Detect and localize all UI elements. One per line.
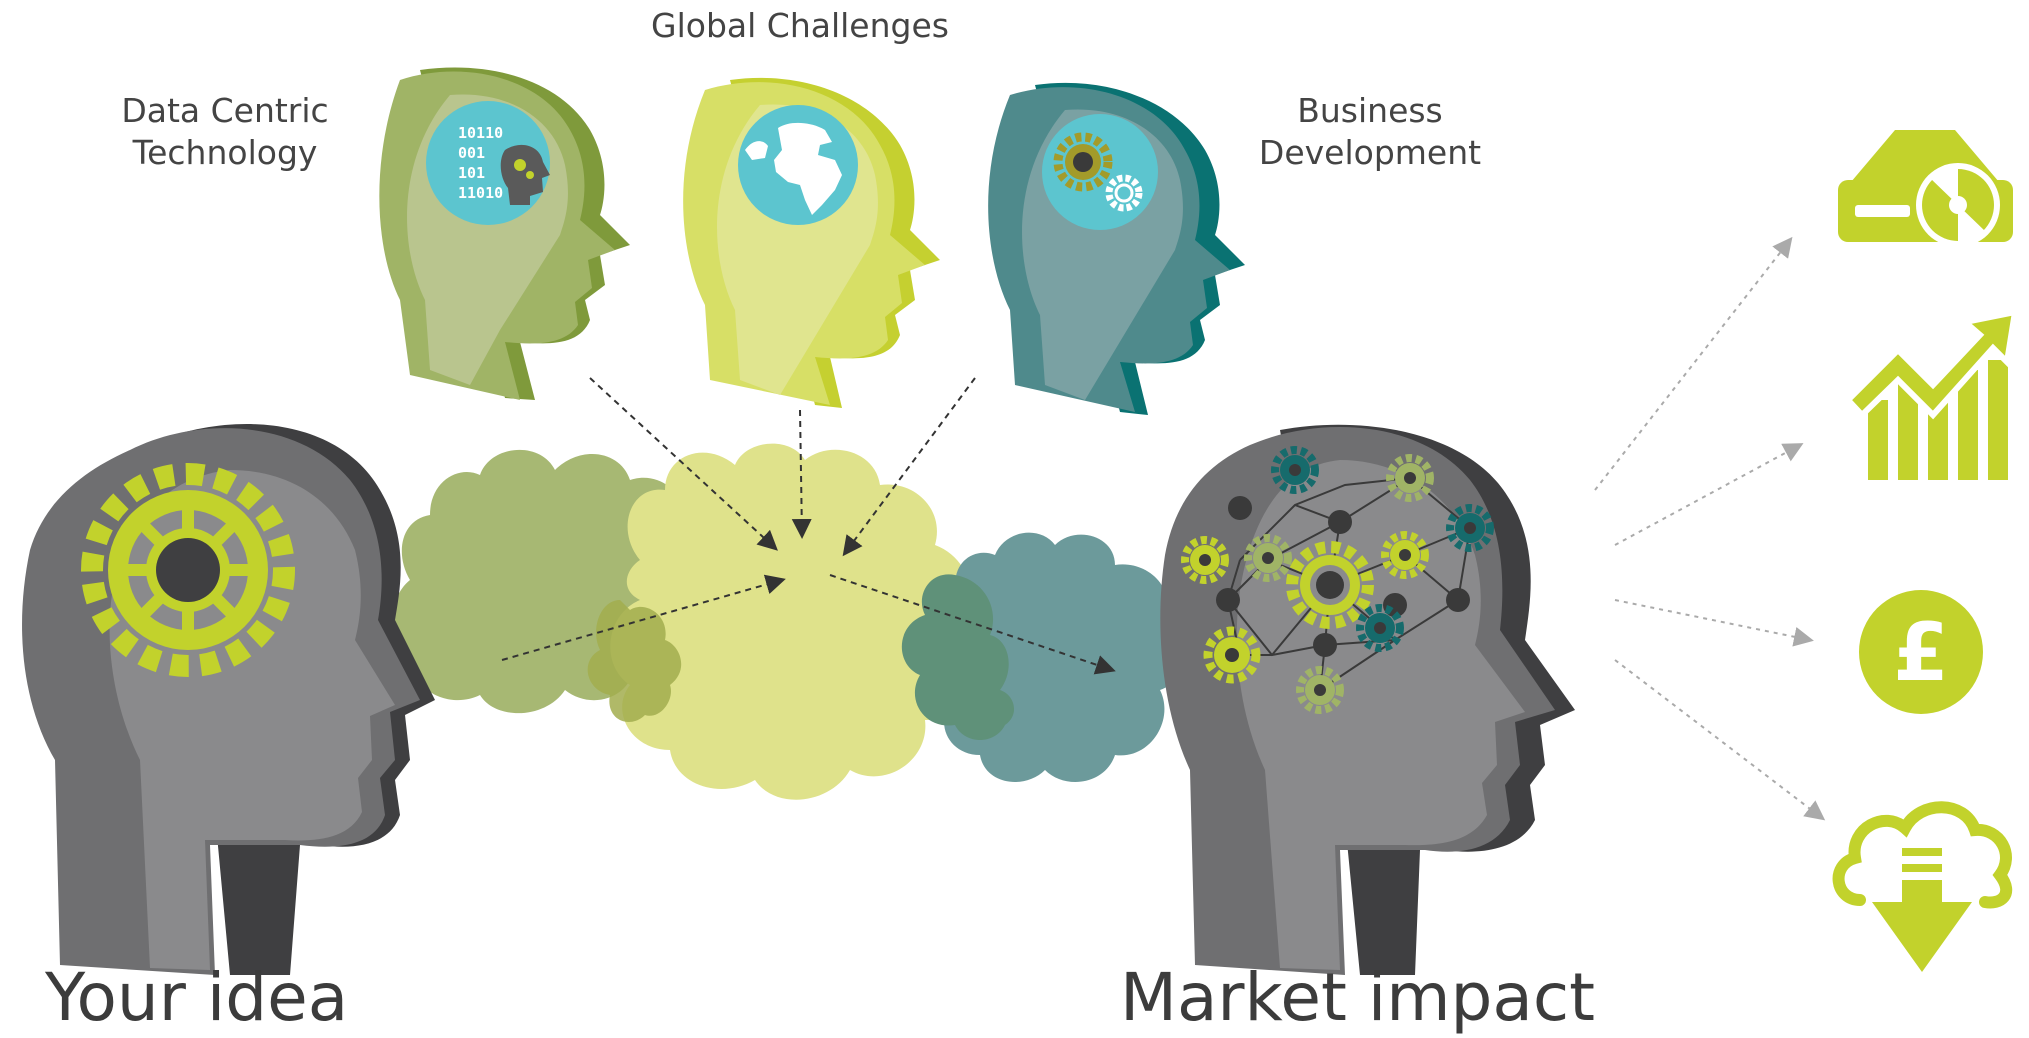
head-your-idea xyxy=(22,424,435,975)
arrow-cloud-to-impact xyxy=(829,574,1116,675)
cloud-overlap-teal xyxy=(901,574,1015,740)
arrow-business-to-cloud xyxy=(842,377,976,557)
mini-head-icon xyxy=(500,144,550,205)
label-business-line2: Development xyxy=(1258,133,1482,172)
svg-text:101: 101 xyxy=(458,164,485,182)
svg-text:10110: 10110 xyxy=(458,124,503,142)
gear-white-icon xyxy=(1105,174,1143,212)
label-market-impact: Market impact xyxy=(1120,959,1595,1036)
arrow-idea-to-cloud xyxy=(501,574,786,661)
head-market-impact xyxy=(1160,424,1575,976)
pound-coin-icon: £ xyxy=(1859,590,1983,714)
gears-circle xyxy=(1042,114,1158,230)
binary-text: 10110 001 101 11010 xyxy=(458,124,503,202)
hard-drive-icon xyxy=(1838,130,2013,247)
gear-small-icon xyxy=(1053,132,1113,192)
globe-continents xyxy=(745,122,842,215)
label-business-line1: Business xyxy=(1297,91,1443,130)
gear-icon xyxy=(81,463,295,677)
head-business-development xyxy=(988,82,1245,415)
head-data-centric: 10110 001 101 11010 xyxy=(379,67,630,401)
cloud-download-icon xyxy=(1832,801,2013,972)
cloud-lime xyxy=(610,443,973,800)
arrow-data-to-cloud xyxy=(589,377,778,551)
arrow-global-to-cloud xyxy=(791,409,812,539)
label-business-development: Business Development xyxy=(1240,90,1500,174)
network-gears xyxy=(1181,446,1494,714)
label-data-centric: Data Centric Technology xyxy=(95,90,355,174)
thought-clouds xyxy=(391,443,1186,800)
flow-arrows xyxy=(501,377,1116,675)
svg-text:001: 001 xyxy=(458,144,485,162)
svg-text:£: £ xyxy=(1893,606,1949,699)
cloud-overlap-olive xyxy=(587,600,682,723)
label-your-idea: Your idea xyxy=(45,959,349,1036)
output-arrows xyxy=(1594,236,1826,821)
head-global-challenges xyxy=(683,77,940,408)
growth-chart-icon xyxy=(1843,308,2019,480)
svg-text:11010: 11010 xyxy=(458,184,503,202)
label-data-centric-line1: Data Centric xyxy=(121,91,329,130)
label-global-challenges: Global Challenges xyxy=(651,6,949,45)
label-data-centric-line2: Technology xyxy=(132,133,318,172)
